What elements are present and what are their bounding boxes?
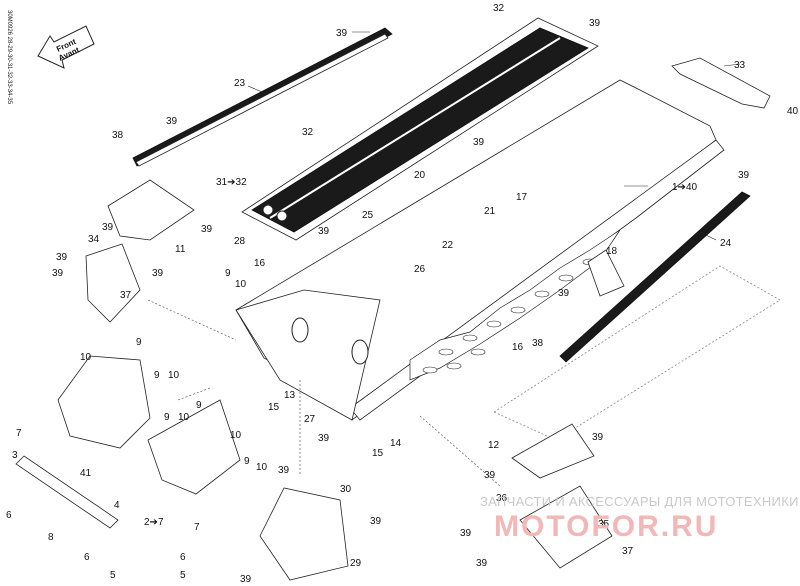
callout-35: 35 bbox=[598, 519, 610, 530]
callout-39s: 39 bbox=[240, 574, 252, 585]
callout-14: 14 bbox=[390, 438, 402, 449]
callout-39r: 39 bbox=[476, 558, 488, 569]
callout-7b: 7 bbox=[194, 522, 200, 533]
callout-16b: 16 bbox=[512, 342, 524, 353]
callout-30: 30 bbox=[340, 484, 352, 495]
callout-12: 12 bbox=[488, 440, 500, 451]
watermark-text: ЗАПЧАСТИ И АКСЕССУАРЫ ДЛЯ МОТОТЕХНИКИ bbox=[480, 494, 799, 509]
callout-39h: 39 bbox=[318, 226, 330, 237]
callout-9e: 9 bbox=[196, 400, 202, 411]
callout-39t: 39 bbox=[558, 288, 570, 299]
callout-33: 33 bbox=[734, 60, 746, 71]
callout-39n: 39 bbox=[484, 470, 496, 481]
front-bracket-group bbox=[57, 179, 625, 581]
callout-39k: 39 bbox=[152, 268, 164, 279]
callout-17: 17 bbox=[516, 192, 528, 203]
callout-36: 36 bbox=[496, 493, 508, 504]
rail-24 bbox=[559, 191, 751, 363]
callout-21: 21 bbox=[484, 206, 496, 217]
callout-labels: 32 39 39 23 33 40 38 39 32 39 20 17 1➔40… bbox=[6, 3, 799, 585]
callout-39o: 39 bbox=[278, 465, 290, 476]
callout-1to40: 1➔40 bbox=[672, 182, 698, 193]
callout-9b: 9 bbox=[136, 337, 142, 348]
rear-panel-dotted bbox=[493, 265, 781, 441]
callout-39i: 39 bbox=[56, 252, 68, 263]
callout-39b: 39 bbox=[589, 18, 601, 29]
callout-39e: 39 bbox=[738, 170, 750, 181]
callout-39f: 39 bbox=[201, 224, 213, 235]
callout-38b: 38 bbox=[532, 338, 544, 349]
callout-9d: 9 bbox=[164, 412, 170, 423]
callout-25: 25 bbox=[362, 210, 374, 221]
callout-10b: 10 bbox=[80, 352, 92, 363]
callout-6a: 6 bbox=[6, 510, 12, 521]
document-code: 30M0926 28-29-30-31-32-33-34-35 bbox=[6, 10, 12, 105]
callout-32b: 32 bbox=[302, 127, 314, 138]
callout-27: 27 bbox=[304, 414, 316, 425]
callout-9c: 9 bbox=[154, 370, 160, 381]
callout-39p: 39 bbox=[370, 516, 382, 527]
bracket-33 bbox=[671, 57, 771, 109]
watermark-logo: MOTOFOR.RU bbox=[494, 510, 718, 543]
callout-10d: 10 bbox=[178, 412, 190, 423]
callout-29: 29 bbox=[350, 558, 362, 569]
callout-9a: 9 bbox=[225, 268, 231, 279]
callout-34: 34 bbox=[88, 234, 100, 245]
callout-11: 11 bbox=[175, 244, 186, 255]
callout-41: 41 bbox=[80, 468, 92, 479]
rail-3 bbox=[15, 455, 119, 529]
callout-6c: 6 bbox=[180, 552, 186, 563]
callout-5b: 5 bbox=[180, 570, 186, 581]
callout-28: 28 bbox=[234, 236, 246, 247]
callout-15a: 15 bbox=[268, 402, 280, 413]
callout-32a: 32 bbox=[493, 3, 505, 14]
rail-23 bbox=[132, 27, 393, 167]
callout-18: 18 bbox=[606, 246, 618, 257]
callout-10c: 10 bbox=[168, 370, 180, 381]
leader-lines bbox=[147, 31, 741, 487]
callout-8: 8 bbox=[48, 532, 54, 543]
callout-39c: 39 bbox=[166, 116, 178, 127]
callout-39d: 39 bbox=[473, 137, 485, 148]
callout-37a: 37 bbox=[120, 290, 132, 301]
callout-16a: 16 bbox=[254, 258, 266, 269]
callout-9f: 9 bbox=[244, 456, 250, 467]
callout-26: 26 bbox=[414, 264, 426, 275]
callout-10f: 10 bbox=[256, 462, 268, 473]
callout-13: 13 bbox=[284, 390, 296, 401]
callout-7a: 7 bbox=[16, 428, 22, 439]
callout-31to32: 31➔32 bbox=[216, 177, 247, 188]
callout-10e: 10 bbox=[230, 430, 242, 441]
callout-37b: 37 bbox=[622, 546, 634, 557]
callout-6b: 6 bbox=[84, 552, 90, 563]
callout-22: 22 bbox=[442, 240, 454, 251]
callout-20: 20 bbox=[414, 170, 426, 181]
callout-40: 40 bbox=[787, 106, 799, 117]
tunnel-cover-31 bbox=[241, 17, 599, 241]
callout-10a: 10 bbox=[235, 279, 247, 290]
callout-39j: 39 bbox=[52, 268, 64, 279]
callout-23: 23 bbox=[234, 78, 246, 89]
callout-39m: 39 bbox=[592, 432, 604, 443]
callout-5a: 5 bbox=[110, 570, 116, 581]
callout-24: 24 bbox=[720, 238, 732, 249]
callout-39q: 39 bbox=[460, 528, 472, 539]
callout-2to7: 2➔7 bbox=[144, 517, 164, 528]
callout-39l: 39 bbox=[318, 433, 330, 444]
callout-39a: 39 bbox=[336, 28, 348, 39]
callout-15b: 15 bbox=[372, 448, 384, 459]
callout-4: 4 bbox=[114, 500, 120, 511]
callout-39g: 39 bbox=[102, 222, 114, 233]
callout-38a: 38 bbox=[112, 130, 124, 141]
front-arrow-icon: Front Avant bbox=[37, 25, 95, 69]
callout-3: 3 bbox=[12, 450, 18, 461]
tunnel-frame-1 bbox=[235, 79, 725, 421]
